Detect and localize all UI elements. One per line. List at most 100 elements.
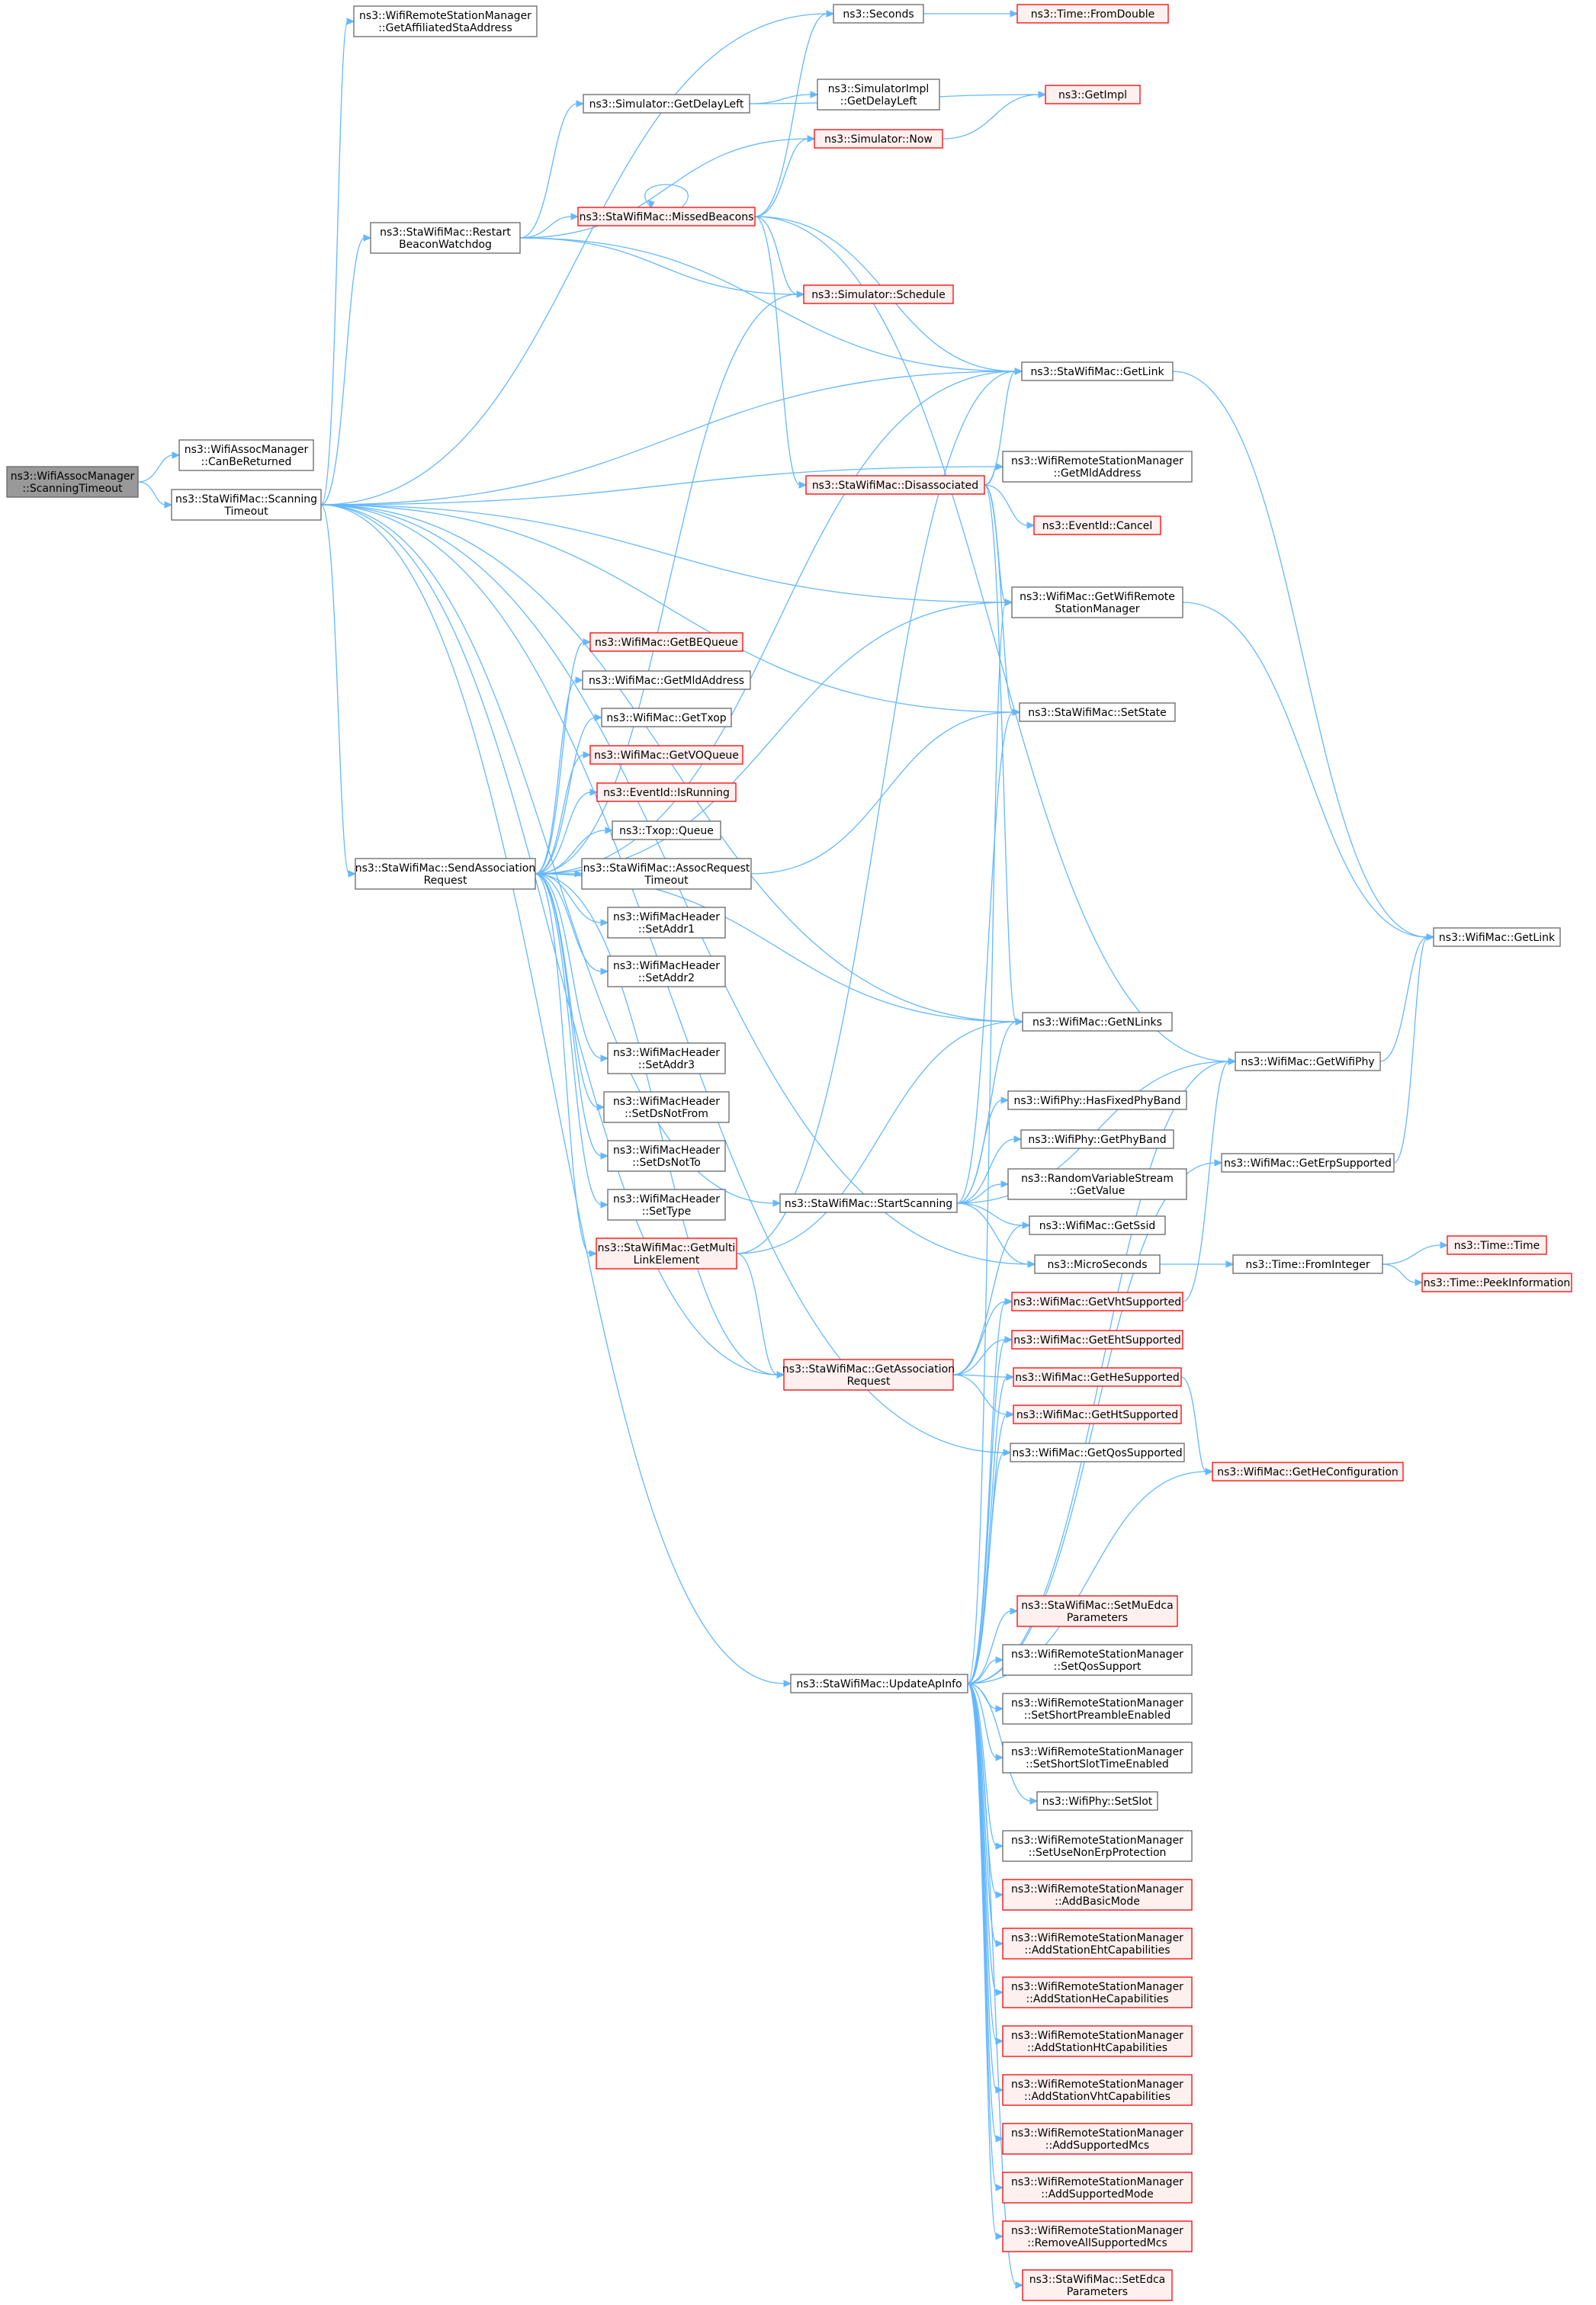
- node-label: ns3::WifiRemoteStationManager: [1011, 1697, 1183, 1709]
- node-add-station-ht-capabilities[interactable]: ns3::WifiRemoteStationManager::AddStatio…: [1002, 2025, 1193, 2057]
- node-label: Parameters: [1067, 1612, 1128, 1624]
- edge-arrowhead: [534, 870, 543, 878]
- node-set-qos-support[interactable]: ns3::WifiRemoteStationManager::SetQosSup…: [1002, 1644, 1193, 1676]
- node-label: ::AddStationHeCapabilities: [1026, 1993, 1168, 2005]
- node-is-running[interactable]: ns3::EventId::IsRunning: [596, 782, 737, 802]
- node-get-bequeue[interactable]: ns3::WifiMac::GetBEQueue: [589, 632, 743, 652]
- node-get-ssid[interactable]: ns3::WifiMac::GetSsid: [1029, 1215, 1166, 1235]
- call-edge: [956, 708, 1021, 1204]
- node-set-addr1[interactable]: ns3::WifiMacHeader::SetAddr1: [607, 907, 726, 939]
- node-box: [607, 1042, 726, 1074]
- node-get-affiliated-sta-address[interactable]: ns3::WifiRemoteStationManager::GetAffili…: [353, 5, 538, 37]
- node-label: ns3::StaWifiMac::UpdateApInfo: [796, 1678, 962, 1690]
- node-time-from-double[interactable]: ns3::Time::FromDouble: [1016, 4, 1169, 24]
- call-edge: [956, 1202, 1036, 1268]
- edge-line: [956, 1138, 1016, 1204]
- node-get-txop[interactable]: ns3::WifiMac::GetTxop: [601, 708, 732, 727]
- node-get-wifi-remote-station-manager[interactable]: ns3::WifiMac::GetWifiRemoteStationManage…: [1011, 586, 1183, 618]
- node-get-eht-supported[interactable]: ns3::WifiMac::GetEhtSupported: [1011, 1330, 1183, 1350]
- node-missed-beacons[interactable]: ns3::StaWifiMac::MissedBeacons: [577, 207, 756, 226]
- node-get-impl[interactable]: ns3::GetImpl: [1045, 85, 1141, 104]
- edge-line: [956, 1202, 1024, 1226]
- node-label: ::AddStationEhtCapabilities: [1024, 1944, 1170, 1957]
- node-get-he-configuration[interactable]: ns3::WifiMac::GetHeConfiguration: [1212, 1462, 1404, 1482]
- node-set-addr2[interactable]: ns3::WifiMacHeader::SetAddr2: [607, 955, 726, 987]
- node-add-supported-mode[interactable]: ns3::WifiRemoteStationManager::AddSuppor…: [1002, 2172, 1193, 2204]
- node-set-slot[interactable]: ns3::WifiPhy::SetSlot: [1036, 1791, 1158, 1811]
- node-box: [1036, 1791, 1158, 1811]
- node-time-peek-information[interactable]: ns3::Time::PeekInformation: [1421, 1273, 1572, 1292]
- node-get-mld-address-mac[interactable]: ns3::WifiMac::GetMldAddress: [582, 670, 751, 690]
- edge-arrowhead: [1022, 1222, 1031, 1229]
- call-edge: [519, 213, 580, 239]
- edge-line: [1182, 602, 1428, 938]
- node-box: [1002, 1976, 1193, 2008]
- node-add-station-eht-capabilities[interactable]: ns3::WifiRemoteStationManager::AddStatio…: [1002, 1928, 1193, 1960]
- call-edge: [535, 788, 599, 875]
- node-add-supported-mcs[interactable]: ns3::WifiRemoteStationManager::AddSuppor…: [1002, 2123, 1193, 2155]
- node-add-station-he-capabilities[interactable]: ns3::WifiRemoteStationManager::AddStatio…: [1002, 1976, 1193, 2008]
- node-get-voqueue[interactable]: ns3::WifiMac::GetVOQueue: [589, 745, 743, 765]
- node-simulator-impl-get-delay-left[interactable]: ns3::SimulatorImpl::GetDelayLeft: [817, 79, 940, 111]
- node-has-fixed-phy-band[interactable]: ns3::WifiPhy::HasFixedPhyBand: [1007, 1090, 1187, 1110]
- node-set-short-preamble-enabled[interactable]: ns3::WifiRemoteStationManager::SetShortP…: [1002, 1693, 1193, 1725]
- node-get-vht-supported[interactable]: ns3::WifiMac::GetVhtSupported: [1011, 1292, 1183, 1311]
- node-set-type[interactable]: ns3::WifiMacHeader::SetType: [607, 1189, 726, 1221]
- node-root[interactable]: ns3::WifiAssocManager::ScanningTimeout: [6, 466, 139, 498]
- node-micro-seconds[interactable]: ns3::MicroSeconds: [1034, 1254, 1161, 1274]
- call-edge: [754, 216, 808, 489]
- node-label: ::RemoveAllSupportedMcs: [1027, 2237, 1167, 2249]
- node-get-he-supported[interactable]: ns3::WifiMac::GetHeSupported: [1013, 1367, 1182, 1387]
- node-box: [1022, 2269, 1173, 2301]
- node-sta-scanning-timeout[interactable]: ns3::StaWifiMac::ScanningTimeout: [171, 489, 322, 521]
- node-get-ht-supported[interactable]: ns3::WifiMac::GetHtSupported: [1013, 1405, 1182, 1424]
- node-set-state[interactable]: ns3::StaWifiMac::SetState: [1019, 702, 1176, 722]
- node-set-addr3[interactable]: ns3::WifiMacHeader::SetAddr3: [607, 1042, 726, 1074]
- node-event-id-cancel[interactable]: ns3::EventId::Cancel: [1033, 515, 1161, 535]
- node-get-nlinks[interactable]: ns3::WifiMac::GetNLinks: [1022, 1012, 1173, 1032]
- node-txop-queue[interactable]: ns3::Txop::Queue: [612, 820, 721, 840]
- call-edge: [1172, 371, 1435, 941]
- call-edge: [984, 463, 1004, 486]
- call-edge: [519, 100, 585, 239]
- node-get-qos-supported[interactable]: ns3::WifiMac::GetQosSupported: [1010, 1443, 1185, 1462]
- node-set-ds-not-from[interactable]: ns3::WifiMacHeader::SetDsNotFrom: [603, 1091, 730, 1123]
- node-seconds[interactable]: ns3::Seconds: [833, 4, 924, 24]
- node-set-ds-not-to[interactable]: ns3::WifiMacHeader::SetDsNotTo: [607, 1140, 726, 1172]
- node-set-use-non-erp-protection[interactable]: ns3::WifiRemoteStationManager::SetUseNon…: [1002, 1830, 1193, 1862]
- edge-line: [956, 1100, 1003, 1204]
- node-get-mld-address-rsm[interactable]: ns3::WifiRemoteStationManager::GetMldAdd…: [1002, 451, 1193, 483]
- node-time-from-integer[interactable]: ns3::Time::FromInteger: [1232, 1254, 1383, 1274]
- node-wifi-mac-get-link[interactable]: ns3::WifiMac::GetLink: [1433, 927, 1561, 947]
- node-start-scanning[interactable]: ns3::StaWifiMac::StartScanning: [779, 1193, 958, 1213]
- node-simulator-schedule[interactable]: ns3::Simulator::Schedule: [803, 284, 954, 304]
- node-get-wifi-phy[interactable]: ns3::WifiMac::GetWifiPhy: [1235, 1051, 1381, 1071]
- node-simulator-now[interactable]: ns3::Simulator::Now: [814, 129, 943, 149]
- node-set-short-slot-time-enabled[interactable]: ns3::WifiRemoteStationManager::SetShortS…: [1002, 1742, 1193, 1774]
- edge-line: [519, 103, 578, 239]
- node-disassociated[interactable]: ns3::StaWifiMac::Disassociated: [805, 475, 985, 495]
- node-update-ap-info[interactable]: ns3::StaWifiMac::UpdateApInfo: [790, 1674, 968, 1693]
- node-label: ns3::WifiMacHeader: [613, 911, 720, 923]
- node-sta-get-link[interactable]: ns3::StaWifiMac::GetLink: [1021, 361, 1174, 381]
- node-label: ns3::WifiPhy::SetSlot: [1042, 1796, 1153, 1808]
- node-add-station-vht-capabilities[interactable]: ns3::WifiRemoteStationManager::AddStatio…: [1002, 2074, 1193, 2106]
- node-add-basic-mode[interactable]: ns3::WifiRemoteStationManager::AddBasicM…: [1002, 1879, 1193, 1911]
- node-time-time[interactable]: ns3::Time::Time: [1447, 1235, 1547, 1255]
- node-can-be-returned[interactable]: ns3::WifiAssocManager::CanBeReturned: [178, 439, 314, 471]
- node-get-phy-band[interactable]: ns3::WifiPhy::GetPhyBand: [1020, 1129, 1174, 1149]
- node-rvs-get-value[interactable]: ns3::RandomVariableStream::GetValue: [1007, 1168, 1187, 1200]
- node-get-delay-left[interactable]: ns3::Simulator::GetDelayLeft: [583, 94, 750, 114]
- node-remove-all-supported-mcs[interactable]: ns3::WifiRemoteStationManager::RemoveAll…: [1002, 2220, 1193, 2252]
- edge-arrowhead: [1004, 1336, 1013, 1344]
- node-get-erp-supported[interactable]: ns3::WifiMac::GetErpSupported: [1221, 1153, 1395, 1173]
- node-label: ns3::WifiRemoteStationManager: [1011, 1981, 1183, 1993]
